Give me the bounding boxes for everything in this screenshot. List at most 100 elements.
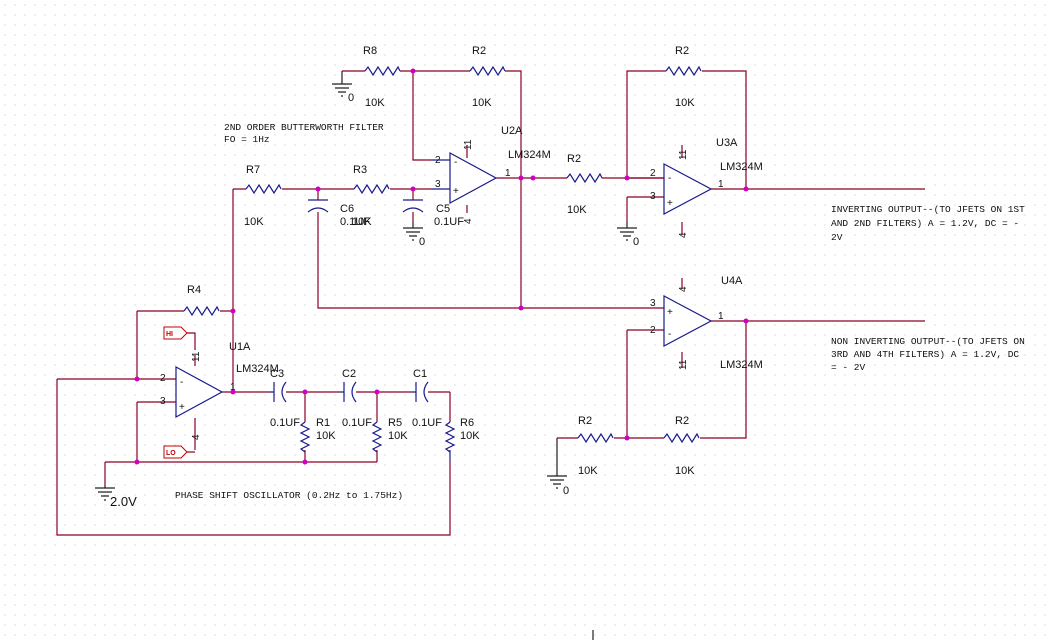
label-r3-value: 10K: [352, 216, 372, 228]
pin-u1a-4: 4: [191, 434, 202, 440]
ground-u3a: [617, 222, 637, 241]
pin-u2a-2: 2: [435, 155, 441, 166]
capacitor-c5: [402, 199, 424, 222]
wires: [56, 70, 925, 536]
resistor-r6: [444, 421, 456, 462]
port-hi: [163, 326, 196, 350]
sign-u2a-minus: -: [454, 157, 457, 168]
label-c3-ref: C3: [270, 368, 284, 380]
note-filter-title-2: FO = 1Hz: [224, 134, 270, 145]
pin-u3a-2: 2: [650, 168, 656, 179]
resistor-r1: [299, 421, 311, 453]
label-r3-ref: R3: [353, 164, 367, 176]
pin-u3a-3: 3: [650, 191, 656, 202]
label-c6-ref: C6: [340, 203, 354, 215]
port-lo: [163, 445, 195, 459]
pin-u4a-1: 1: [718, 311, 724, 322]
label-port-hi: HI: [166, 331, 173, 338]
notes: 2ND ORDER BUTTERWORTH FILTER FO = 1Hz PH…: [175, 122, 1025, 501]
pin-u1a-2: 2: [160, 373, 166, 384]
sign-u4a-plus: +: [667, 307, 673, 318]
label-ground-bias: 2.0V: [110, 494, 137, 509]
label-r2-u3a-in-value: 10K: [567, 204, 587, 216]
sign-u1a-minus: -: [180, 377, 183, 388]
label-r2-u4a-fb-value: 10K: [675, 465, 695, 477]
label-r6-value: 10K: [460, 430, 480, 442]
opamp-u3a: [663, 163, 713, 215]
label-r6-ref: R6: [460, 417, 474, 429]
resistor-r5: [371, 421, 383, 453]
capacitors: [270, 199, 429, 403]
sign-u3a-plus: +: [667, 198, 673, 209]
pin-u3a-1: 1: [718, 179, 724, 190]
resistor-r7: [245, 183, 282, 195]
label-u3a-part: LM324M: [720, 161, 763, 173]
opamp-u2a: [432, 151, 498, 205]
label-c1-value: 0.1UF: [412, 417, 442, 429]
label-r2-u3a-in-ref: R2: [567, 153, 581, 165]
pin-u3a-4: 4: [678, 232, 689, 238]
pin-u2a-3: 3: [435, 179, 441, 190]
label-u4a-ref: U4A: [721, 275, 743, 287]
ground-r8: [332, 71, 352, 97]
pin-u2a-11: 11: [463, 139, 474, 150]
ground-symbols: [95, 71, 637, 501]
component-labels: R8 10K R2 10K R2 10K R2 10K R7 10K R3 10…: [187, 45, 695, 477]
label-u4a-part: LM324M: [720, 359, 763, 371]
resistor-r2-u4a-in: [577, 432, 614, 444]
label-c5-ref: C5: [436, 203, 450, 215]
label-r2-u4a-in-value: 10K: [578, 465, 598, 477]
label-r2-u4a-in-ref: R2: [578, 415, 592, 427]
pin-u2a-4: 4: [463, 218, 474, 224]
sign-u2a-plus: +: [453, 186, 459, 197]
note-noninv-out-1: NON INVERTING OUTPUT--(TO JFETS ON: [831, 336, 1025, 347]
label-c5-value: 0.1UF: [434, 216, 464, 228]
resistor-r2-u3a-in: [566, 172, 603, 184]
label-c6-value: 0.1UF: [340, 216, 370, 228]
note-oscillator-title: PHASE SHIFT OSCILLATOR (0.2Hz to 1.75Hz): [175, 490, 403, 501]
opamp-u1a: [175, 365, 224, 419]
label-u1a-part: LM324M: [236, 363, 279, 375]
resistor-r3: [353, 183, 390, 195]
pin-u1a-11: 11: [191, 351, 202, 362]
ground-labels: 0 0 0 0 2.0V HI LO: [110, 92, 639, 509]
pin-u4a-4: 4: [678, 286, 689, 292]
label-u2a-part: LM324M: [508, 149, 551, 161]
label-ground-u3a: 0: [633, 236, 639, 248]
label-c1-ref: C1: [413, 368, 427, 380]
pin-u3a-11: 11: [678, 149, 689, 160]
pin-u2a-1: 1: [505, 168, 511, 179]
label-r7-value: 10K: [244, 216, 264, 228]
note-inv-out-1: INVERTING OUTPUT--(TO JFETS ON 1ST: [831, 204, 1025, 215]
capacitor-c6: [307, 199, 329, 213]
opamp-u4a: [663, 295, 713, 347]
note-inv-out-3: 2V: [831, 232, 843, 243]
label-r2-top-value: 10K: [472, 97, 492, 109]
note-noninv-out-3: = - 2V: [831, 362, 866, 373]
note-inv-out-2: AND 2ND FILTERS) A = 1.2V, DC = -: [831, 218, 1019, 229]
resistor-r8: [364, 65, 401, 77]
pin-u4a-3: 3: [650, 298, 656, 309]
sign-u1a-plus: +: [179, 402, 185, 413]
label-port-lo: LO: [166, 450, 176, 457]
ground-bias: [95, 485, 115, 501]
label-u1a-ref: U1A: [229, 341, 251, 353]
pin-u1a-1: 1: [230, 382, 236, 393]
sign-u4a-minus: -: [668, 329, 671, 340]
label-r8-ref: R8: [363, 45, 377, 57]
label-ground-u4a: 0: [563, 485, 569, 497]
sign-u3a-minus: -: [668, 173, 671, 184]
label-r4-ref: R4: [187, 284, 201, 296]
note-filter-title-1: 2ND ORDER BUTTERWORTH FILTER: [224, 122, 384, 133]
pin-u1a-3: 3: [160, 396, 166, 407]
resistor-r2-u4a-fb: [663, 432, 700, 444]
label-r2-u4a-fb-ref: R2: [675, 415, 689, 427]
pin-labels: 2 3 1 11 4 - + 2 3 1 11 4 - + 3 2 1 4 11…: [160, 139, 724, 440]
label-r2-u3a-fb-value: 10K: [675, 97, 695, 109]
label-r2-top-ref: R2: [472, 45, 486, 57]
resistor-r4: [183, 305, 220, 317]
label-r1-ref: R1: [316, 417, 330, 429]
opamp-labels: U2A LM324M U3A LM324M U4A LM324M U1A LM3…: [229, 125, 763, 375]
label-r5-ref: R5: [388, 417, 402, 429]
